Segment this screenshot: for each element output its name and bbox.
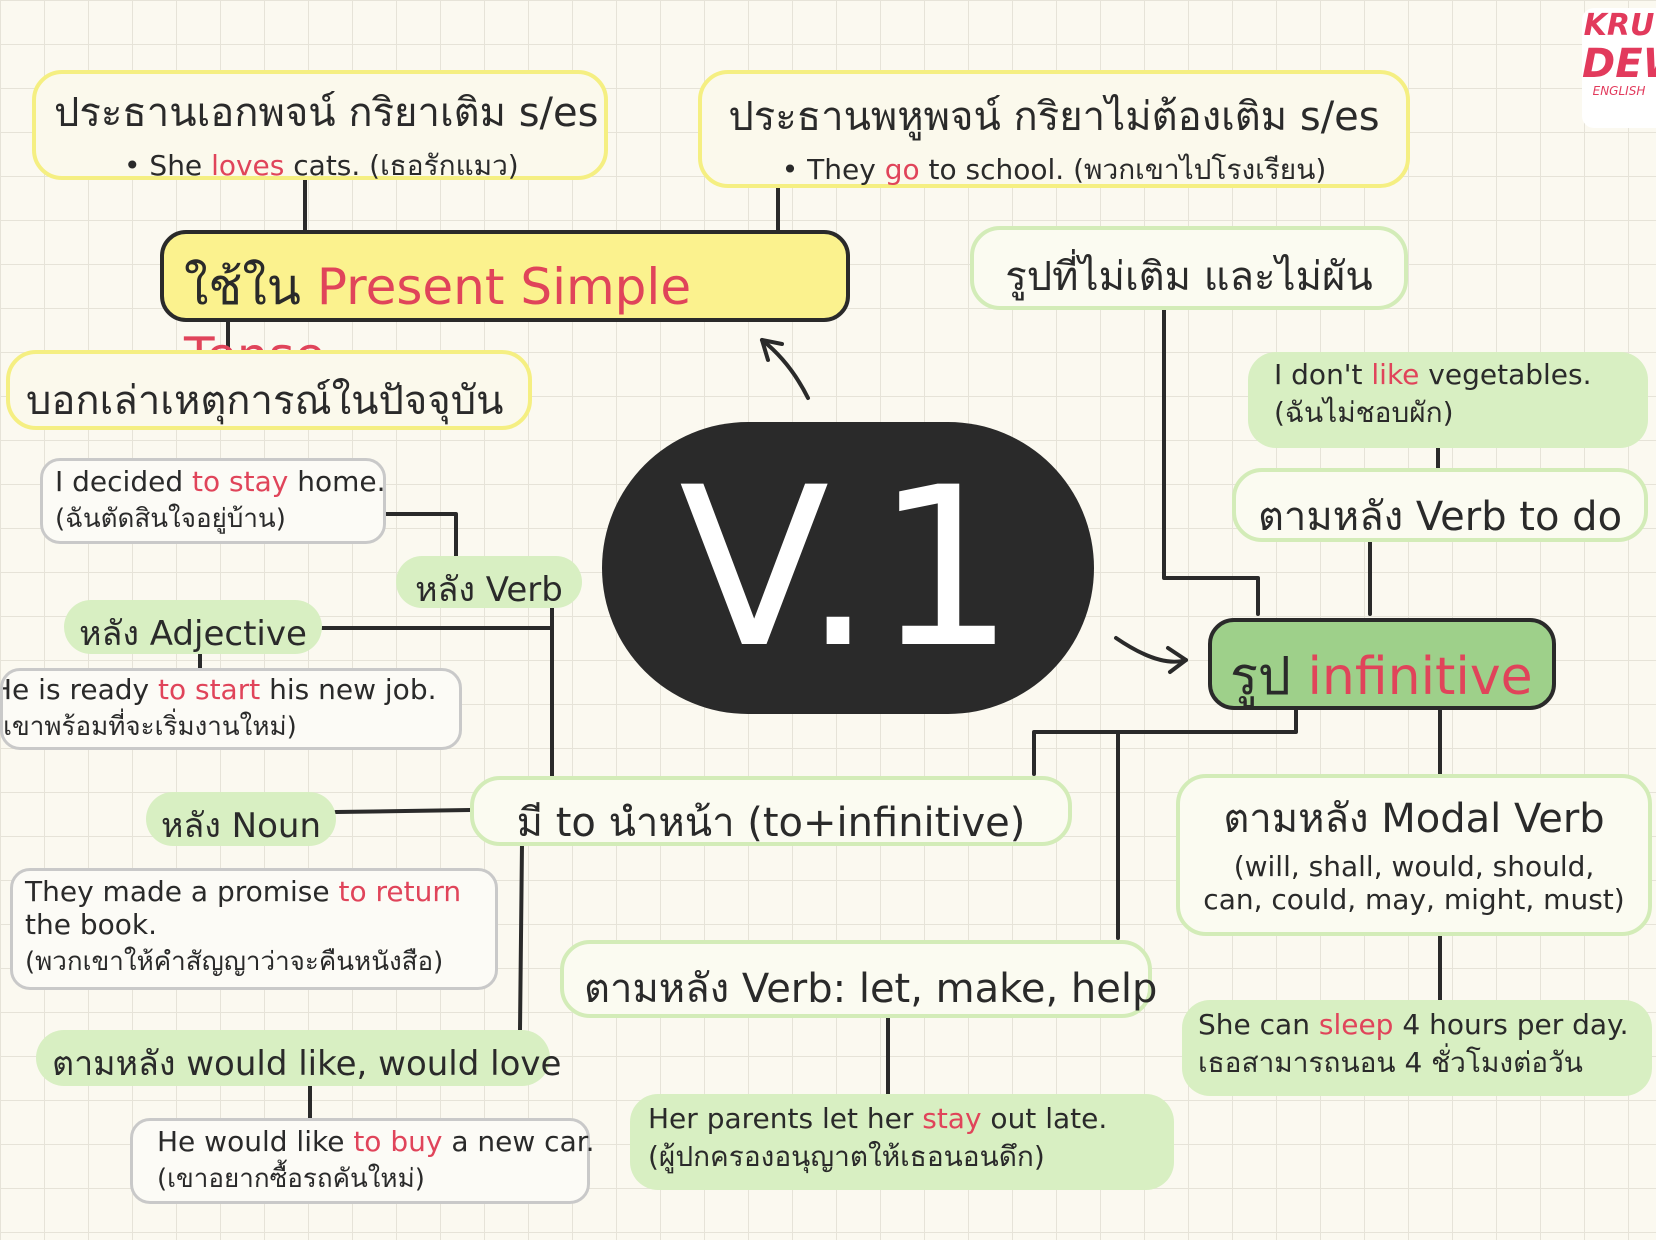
let-example-translation: (ผู้ปกครองอนุญาตให้เธอนอนดึก) — [648, 1140, 1045, 1173]
modal-example-highlight: sleep — [1318, 1008, 1394, 1041]
bare-form-box: รูปที่ไม่เติม และไม่ผัน — [970, 226, 1408, 310]
decided-example: I decided to stay home. (ฉันตัดสินใจอยู่… — [40, 458, 386, 544]
modal-verb-box: ตามหลัง Modal Verb (will, shall, would, … — [1176, 774, 1652, 936]
ready-pre: He is ready — [0, 673, 158, 706]
plural-subject-box: ประธานพหูพจน์ กริยาไม่ต้องเติม s/es • Th… — [698, 70, 1410, 188]
would-example: He would like to buy a new car. (เขาอยาก… — [130, 1118, 595, 1204]
decided-sentence: I decided to stay home. — [55, 465, 386, 498]
promise-translation: (พวกเขาให้คำสัญญาว่าจะคืนหนังสือ) — [25, 947, 444, 977]
promise-highlight: to return — [338, 875, 462, 908]
verb-to-do-label: ตามหลัง Verb to do — [1257, 494, 1623, 540]
central-v1-node: V.1 — [602, 422, 1094, 714]
singular-example-post: cats. (เธอรักแมว) — [284, 149, 519, 182]
modal-example-post: 4 hours per day. — [1393, 1008, 1629, 1041]
singular-example-pre: • She — [124, 149, 212, 182]
modal-example: She can sleep 4 hours per day. เธอสามารถ… — [1182, 1000, 1652, 1096]
after-verb-box: หลัง Verb — [396, 556, 582, 610]
infinitive-prefix: รูป — [1230, 647, 1291, 707]
let-make-help-label: ตามหลัง Verb: let, make, help — [584, 966, 1158, 1012]
infinitive-highlight: infinitive — [1307, 647, 1533, 707]
promise-line-2: the book. — [25, 908, 158, 941]
would-pre: He would like — [157, 1125, 354, 1158]
would-like-label: ตามหลัง would like, would love — [52, 1044, 562, 1084]
modal-example-translation: เธอสามารถนอน 4 ชั่วโมงต่อวัน — [1198, 1046, 1583, 1079]
would-translation: (เขาอยากซื้อรถคันใหม่) — [157, 1164, 425, 1194]
ready-post: his new job. — [260, 673, 437, 706]
promise-sentence: They made a promise to return — [25, 875, 483, 908]
dont-like-post: vegetables. — [1419, 358, 1592, 391]
ready-translation: (เขาพร้อมที่จะเริ่มงานใหม่) — [0, 712, 297, 742]
plural-title: ประธานพหูพจน์ กริยาไม่ต้องเติม s/es — [728, 94, 1380, 140]
logo-line-2: DEW — [1582, 41, 1656, 87]
let-example-pre: Her parents let her — [648, 1102, 923, 1135]
logo-line-3: ENGLISH — [1592, 84, 1646, 98]
modal-line-3: can, could, may, might, must) — [1203, 883, 1625, 916]
after-noun-label: หลัง Noun — [161, 806, 321, 846]
after-noun-box: หลัง Noun — [146, 792, 336, 846]
to-infinitive-box: มี to นำหน้า (to+infinitive) — [470, 776, 1072, 846]
singular-example: • She loves cats. (เธอรักแมว) — [54, 144, 586, 188]
singular-subject-box: ประธานเอกพจน์ กริยาเติม s/es • She loves… — [32, 70, 608, 182]
infinitive-node: รูป infinitive — [1208, 618, 1556, 710]
present-usage-label: บอกเล่าเหตุการณ์ในปัจจุบัน — [26, 378, 504, 424]
plural-example: • They go to school. (พวกเขาไปโรงเรียน) — [728, 148, 1380, 192]
plural-example-post: to school. (พวกเขาไปโรงเรียน) — [919, 153, 1327, 186]
verb-to-do-box: ตามหลัง Verb to do — [1232, 468, 1648, 542]
dont-like-pre: I don't — [1274, 358, 1372, 391]
kru-dew-logo: KRU DEW ENGLISH — [1582, 8, 1656, 128]
decided-post: home. — [288, 465, 386, 498]
logo-line-1: KRU — [1583, 8, 1655, 43]
let-example: Her parents let her stay out late. (ผู้ป… — [630, 1094, 1174, 1190]
present-usage-box: บอกเล่าเหตุการณ์ในปัจจุบัน — [6, 350, 532, 430]
to-infinitive-label: มี to นำหน้า (to+infinitive) — [516, 800, 1026, 846]
decided-highlight: to stay — [192, 465, 289, 498]
central-v1-label: V.1 — [678, 440, 1018, 696]
dont-like-highlight: like — [1371, 358, 1420, 391]
let-example-highlight: stay — [922, 1102, 982, 1135]
modal-title: ตามหลัง Modal Verb — [1223, 796, 1605, 842]
dont-like-translation: (ฉันไม่ชอบผัก) — [1274, 396, 1454, 429]
decided-translation: (ฉันตัดสินใจอยู่บ้าน) — [55, 504, 286, 534]
dont-like-example: I don't like vegetables. (ฉันไม่ชอบผัก) — [1248, 352, 1648, 448]
would-post: a new car. — [442, 1125, 595, 1158]
would-sentence: He would like to buy a new car. — [157, 1125, 595, 1158]
would-like-box: ตามหลัง would like, would love — [36, 1030, 561, 1086]
ready-highlight: to start — [157, 673, 261, 706]
after-verb-label: หลัง Verb — [415, 570, 563, 610]
dont-like-sentence: I don't like vegetables. — [1274, 358, 1622, 391]
let-make-help-box: ตามหลัง Verb: let, make, help — [560, 940, 1158, 1018]
ready-example: He is ready to start his new job. (เขาพร… — [0, 668, 462, 750]
plural-example-highlight: go — [884, 153, 920, 186]
present-tense-prefix: ใช้ใน — [184, 258, 301, 316]
bare-form-label: รูปที่ไม่เติม และไม่ผัน — [1005, 254, 1373, 300]
promise-example: They made a promise to return the book. … — [10, 868, 498, 990]
after-adjective-label: หลัง Adjective — [79, 614, 307, 654]
singular-title: ประธานเอกพจน์ กริยาเติม s/es — [54, 90, 599, 136]
modal-line-2: (will, shall, would, should, — [1233, 850, 1595, 883]
ready-sentence: He is ready to start his new job. — [0, 673, 459, 706]
plural-example-pre: • They — [781, 153, 885, 186]
singular-example-highlight: loves — [211, 149, 285, 182]
modal-example-pre: She can — [1198, 1008, 1319, 1041]
promise-pre: They made a promise — [25, 875, 339, 908]
modal-example-sentence: She can sleep 4 hours per day. — [1198, 1008, 1636, 1041]
present-simple-tense-node: ใช้ใน Present Simple Tense — [160, 230, 850, 385]
decided-pre: I decided — [55, 465, 193, 498]
after-adjective-box: หลัง Adjective — [64, 600, 322, 654]
let-example-sentence: Her parents let her stay out late. — [648, 1102, 1156, 1135]
let-example-post: out late. — [981, 1102, 1108, 1135]
would-highlight: to buy — [353, 1125, 443, 1158]
